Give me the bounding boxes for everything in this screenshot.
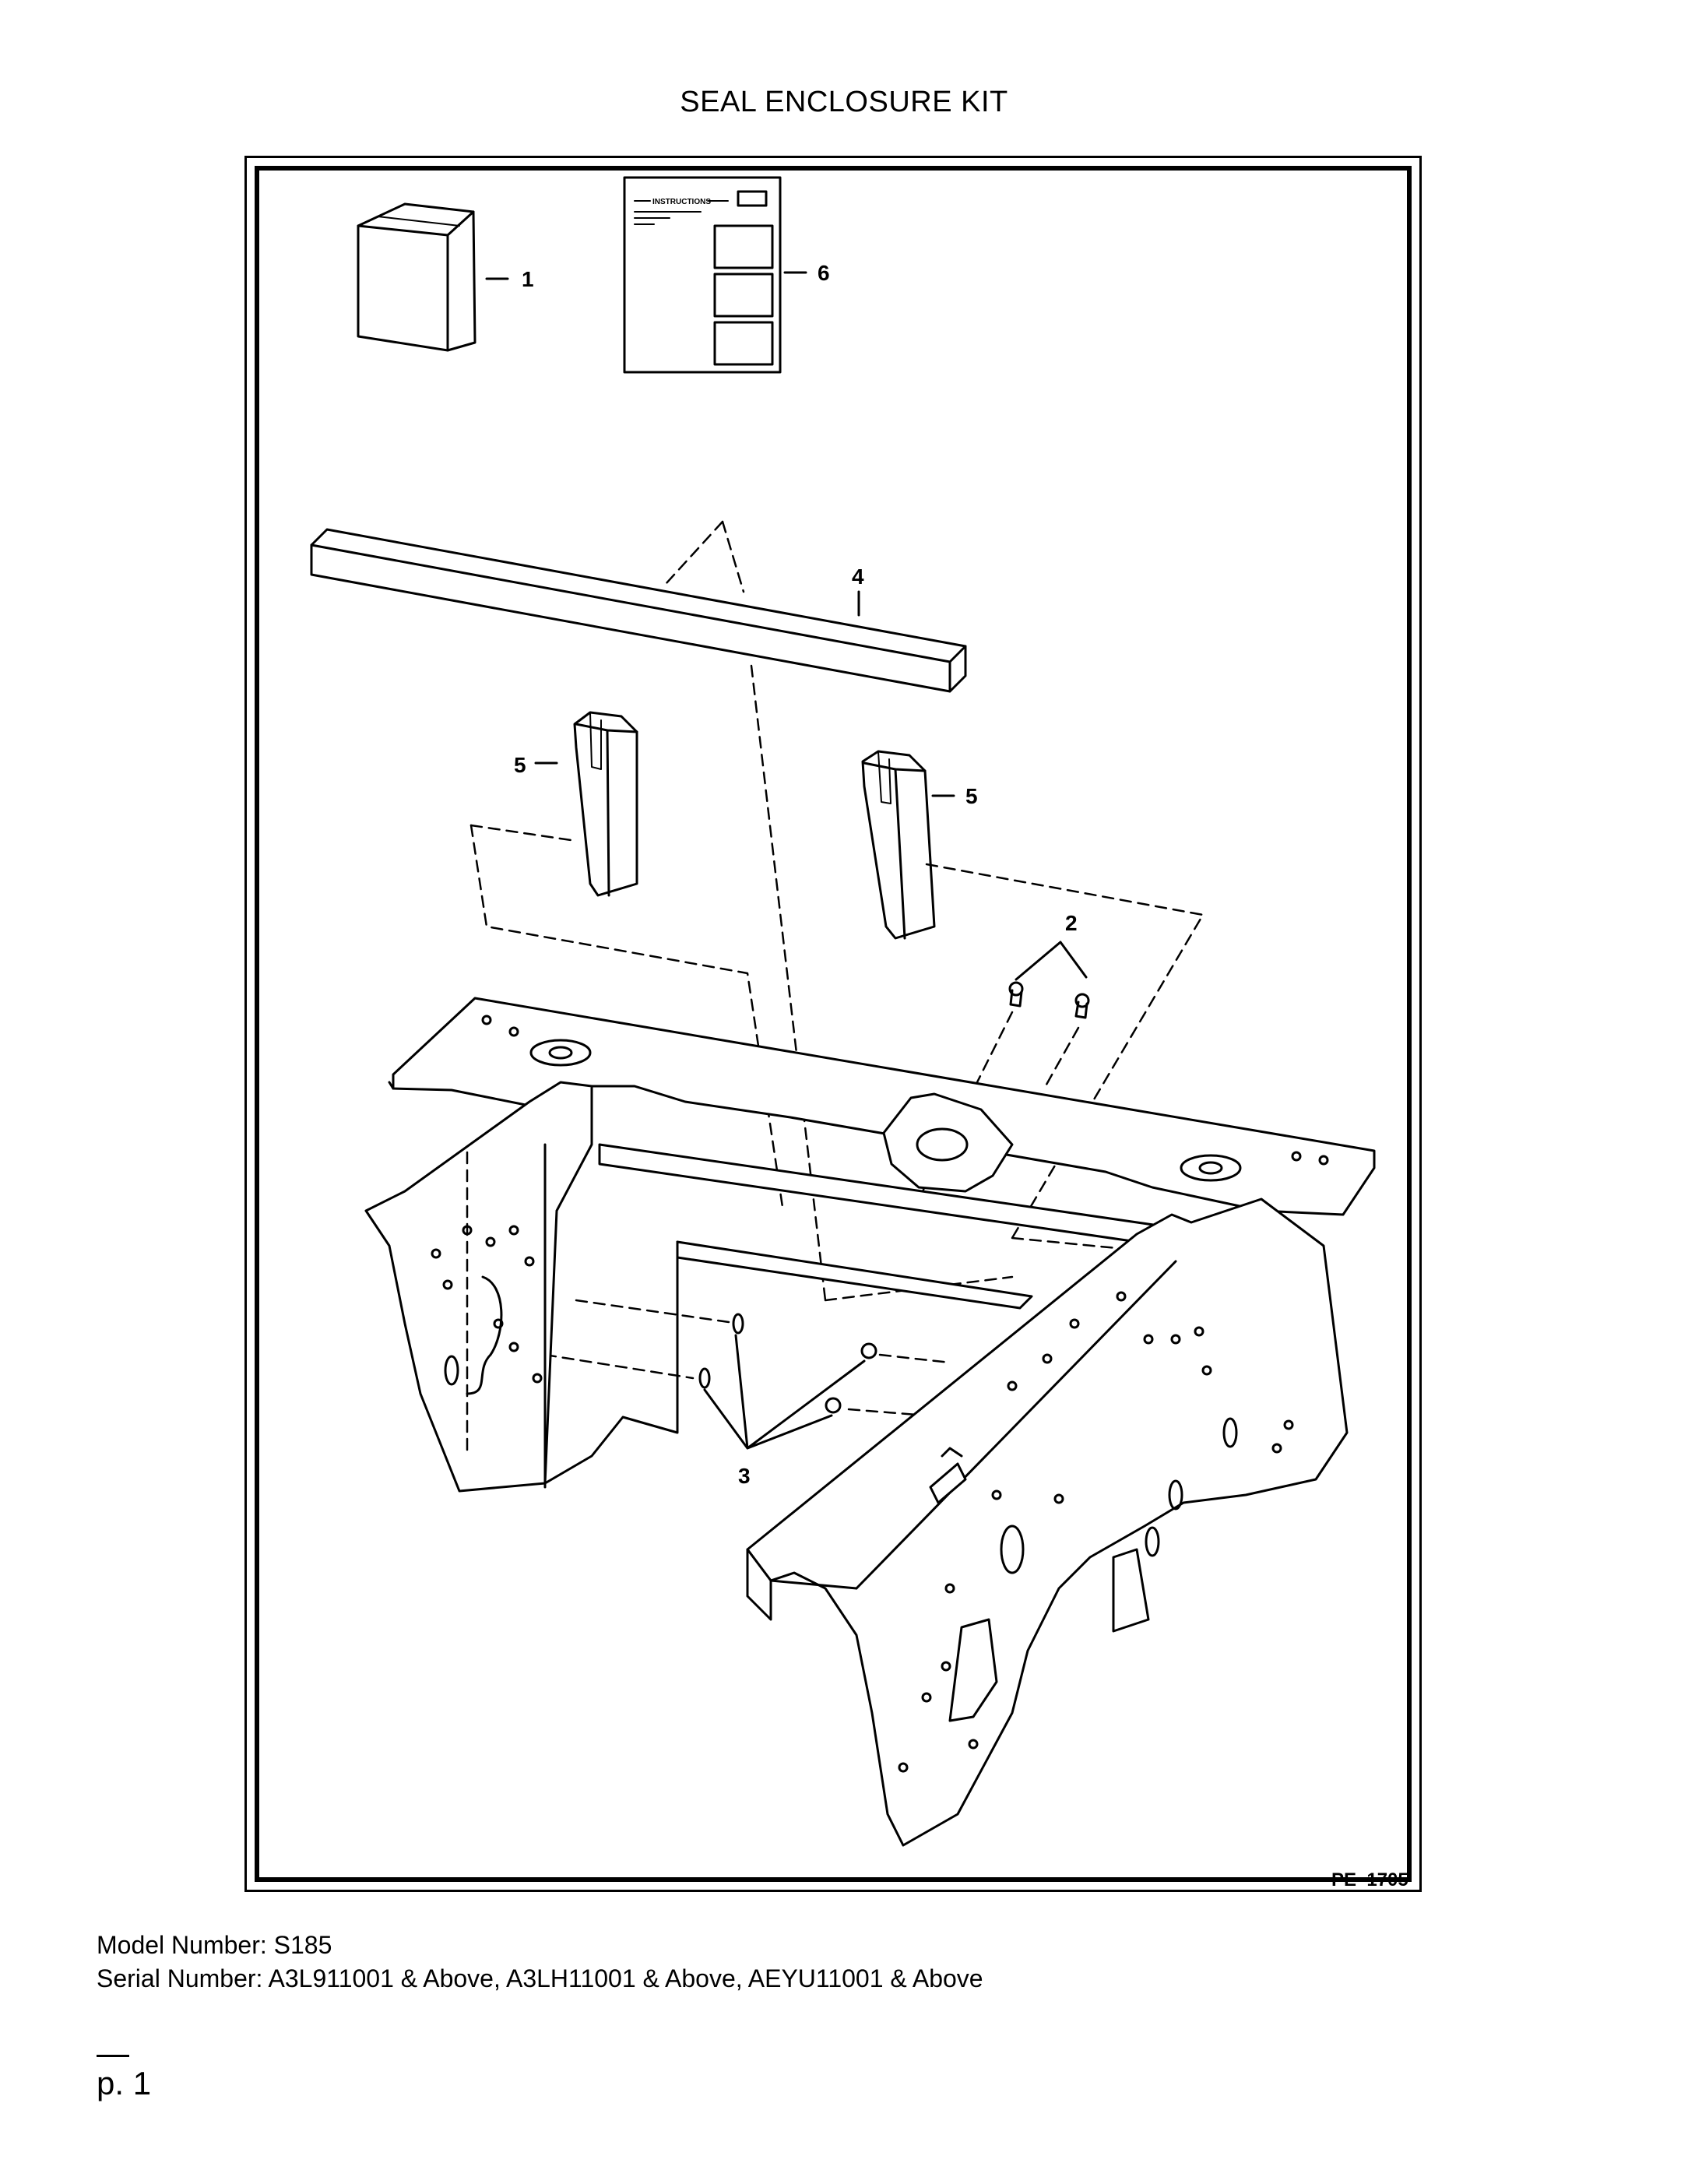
instructions-header: INSTRUCTIONS: [652, 198, 711, 206]
callout-3: 3: [738, 1464, 751, 1488]
callout-5-left: 5: [514, 753, 526, 777]
part-4-long-seal: [310, 528, 967, 693]
part-1-box: [357, 202, 477, 352]
callout-2: 2: [1065, 911, 1078, 935]
diagram-frame: [244, 156, 1422, 1892]
model-number: Model Number: S185: [97, 1931, 332, 1959]
chassis-frame: [364, 997, 1376, 1847]
part-2-bolts: [1008, 981, 1090, 1019]
figure-reference-code: PE–1705: [1331, 1869, 1408, 1890]
part-3-fasteners: [698, 1313, 877, 1414]
page-title: SEAL ENCLOSURE KIT: [680, 86, 1008, 118]
page-number: p. 1: [97, 2065, 152, 2101]
exploded-parts-diagram: 1 INSTRUCTIONS 6 4 5 5: [310, 176, 1408, 1890]
callout-4: 4: [852, 564, 864, 589]
serial-number: Serial Number: A3L911001 & Above, A3LH11…: [97, 1964, 983, 1992]
diagram-inner-border: [255, 166, 1412, 1882]
part-5-left-seal-block: [573, 711, 638, 897]
callout-3-leader: [703, 1334, 866, 1450]
callout-6: 6: [818, 261, 830, 285]
callout-1: 1: [522, 267, 534, 291]
page-number-rule: [97, 2055, 129, 2057]
part-5-right-seal-block: [861, 750, 936, 940]
callout-5-right: 5: [965, 784, 978, 808]
callout-2-leader: [1015, 941, 1088, 981]
part-6-instruction-sheet: INSTRUCTIONS: [623, 176, 782, 374]
